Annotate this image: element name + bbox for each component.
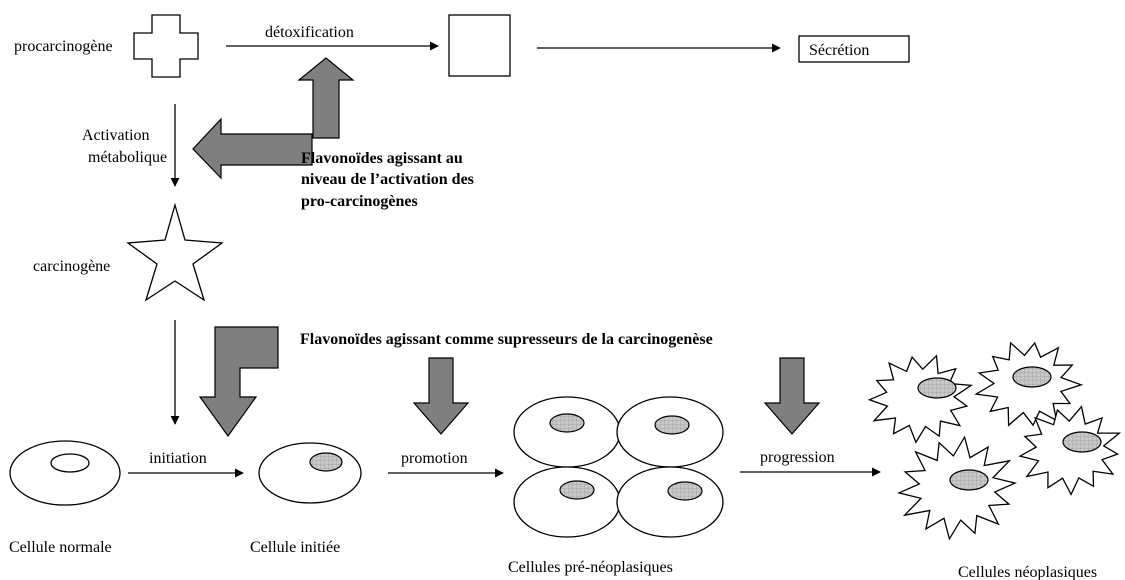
inhibitor-down-arrow-progression	[763, 357, 821, 435]
detoxification-label: détoxification	[265, 24, 354, 41]
normal-cell-nucleus	[50, 453, 90, 473]
neoplastic-cell	[1018, 405, 1122, 496]
carcinogen-star-shape	[126, 202, 224, 302]
inhibitor-down-arrow-promotion	[412, 357, 470, 435]
inhibitor-up-arrow	[297, 57, 355, 139]
initiated-cell-nucleus	[309, 452, 343, 472]
carcinogen-label: carcinogène	[33, 258, 110, 275]
initiated-cell-label: Cellule initiée	[250, 539, 340, 556]
normal-cell	[9, 440, 121, 506]
promotion-label: promotion	[401, 450, 468, 467]
secretion-label: Sécrétion	[809, 42, 869, 59]
flavonoids-suppressors-label: Flavonoïdes agissant comme supresseurs d…	[300, 331, 713, 348]
neoplastic-cell-nucleus	[917, 377, 957, 399]
initiation-label: initiation	[149, 450, 207, 467]
detoxified-product-square	[448, 14, 511, 77]
secretion-box	[798, 35, 910, 63]
flavonoids-activation-line-1: Flavonoïdes agissant au	[301, 150, 463, 167]
procarcinogen-label: procarcinogène	[14, 38, 113, 55]
neoplastic-cell-nucleus	[949, 469, 989, 491]
preneoplastic-cell-nucleus	[667, 481, 703, 501]
procarcinogen-cross-shape	[133, 14, 199, 78]
normal-cell-label: Cellule normale	[9, 539, 112, 556]
neoplastic-cell-group	[867, 341, 1122, 541]
inhibitor-left-arrow	[192, 117, 313, 180]
initiated-cell	[258, 442, 362, 504]
flavonoids-activation-line-3: pro-carcinogènes	[301, 193, 418, 210]
preneoplastic-cells-label: Cellules pré-néoplasiques	[508, 559, 673, 576]
preneoplastic-cell-nucleus	[549, 413, 585, 433]
neoplastic-cell	[867, 354, 974, 444]
preneoplastic-cell	[616, 466, 724, 538]
inhibitor-bent-arrow	[198, 326, 279, 438]
metabolic-label: métabolique	[88, 149, 167, 166]
preneoplastic-cell-nucleus	[559, 480, 595, 500]
neoplastic-cell-nucleus	[1012, 366, 1052, 388]
neoplastic-cell-nucleus	[1062, 431, 1102, 453]
neoplastic-cells-label: Cellules néoplasiques	[958, 564, 1097, 580]
activation-label: Activation	[82, 127, 150, 144]
preneoplastic-cell	[513, 466, 621, 538]
preneoplastic-cell-nucleus	[654, 415, 690, 435]
flavonoids-activation-line-2: niveau de l’activation des	[301, 171, 474, 188]
progression-label: progression	[760, 449, 835, 466]
